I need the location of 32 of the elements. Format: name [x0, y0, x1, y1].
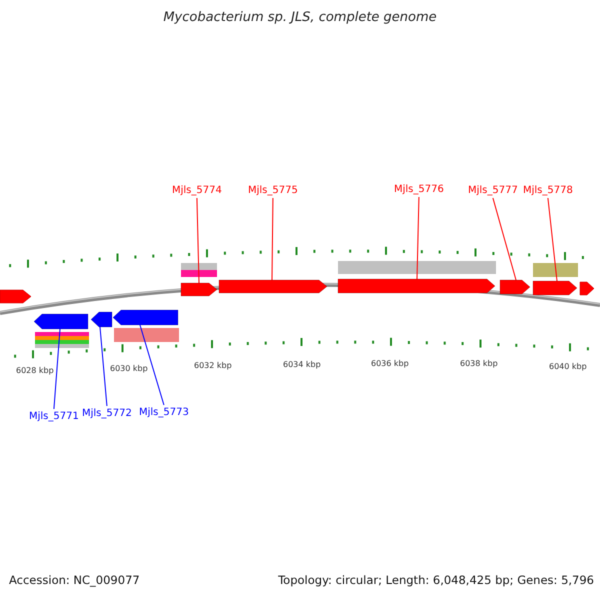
gene-label: Mjls_5771: [29, 410, 79, 423]
leader-line: [416, 196, 420, 280]
gene-segment: [532, 280, 578, 296]
gene-label: Mjls_5772: [82, 407, 132, 420]
leader-line: [547, 198, 558, 282]
footer-text: Topology: circular; Length: 6,048,425 bp; Genes: 5,796: [278, 574, 594, 587]
gene-segment: [180, 282, 218, 296]
gene-label: Mjls_5777: [468, 184, 518, 197]
scale-label: 6028 kbp: [16, 365, 54, 377]
gene-label: Mjls_5773: [139, 406, 189, 419]
gene-segment: [34, 314, 88, 330]
gene-segment: [338, 278, 496, 294]
scale-label: 6040 kbp: [549, 361, 587, 373]
leader-line: [196, 198, 200, 284]
gene-segment: [500, 280, 530, 294]
scale-label: 6036 kbp: [371, 358, 409, 370]
genome-title: Mycobacterium sp. JLS, complete genome: [163, 11, 437, 24]
scale-label: 6034 kbp: [283, 359, 321, 371]
leader-line: [100, 326, 108, 406]
scale-label: 6038 kbp: [460, 358, 498, 370]
gene-segment: [90, 312, 112, 328]
gene-label: Mjls_5776: [394, 183, 444, 196]
footer-text: Accession: NC_009077: [9, 574, 140, 587]
gene-label: Mjls_5775: [248, 184, 298, 197]
leader-line: [492, 198, 516, 280]
leader-line: [53, 328, 60, 410]
leader-line: [272, 198, 274, 280]
leader-line: [140, 324, 164, 406]
scale-label: 6032 kbp: [194, 360, 232, 372]
scale-label: 6030 kbp: [110, 363, 148, 375]
gene-label: Mjls_5774: [172, 184, 222, 197]
gene-label: Mjls_5778: [523, 184, 573, 197]
